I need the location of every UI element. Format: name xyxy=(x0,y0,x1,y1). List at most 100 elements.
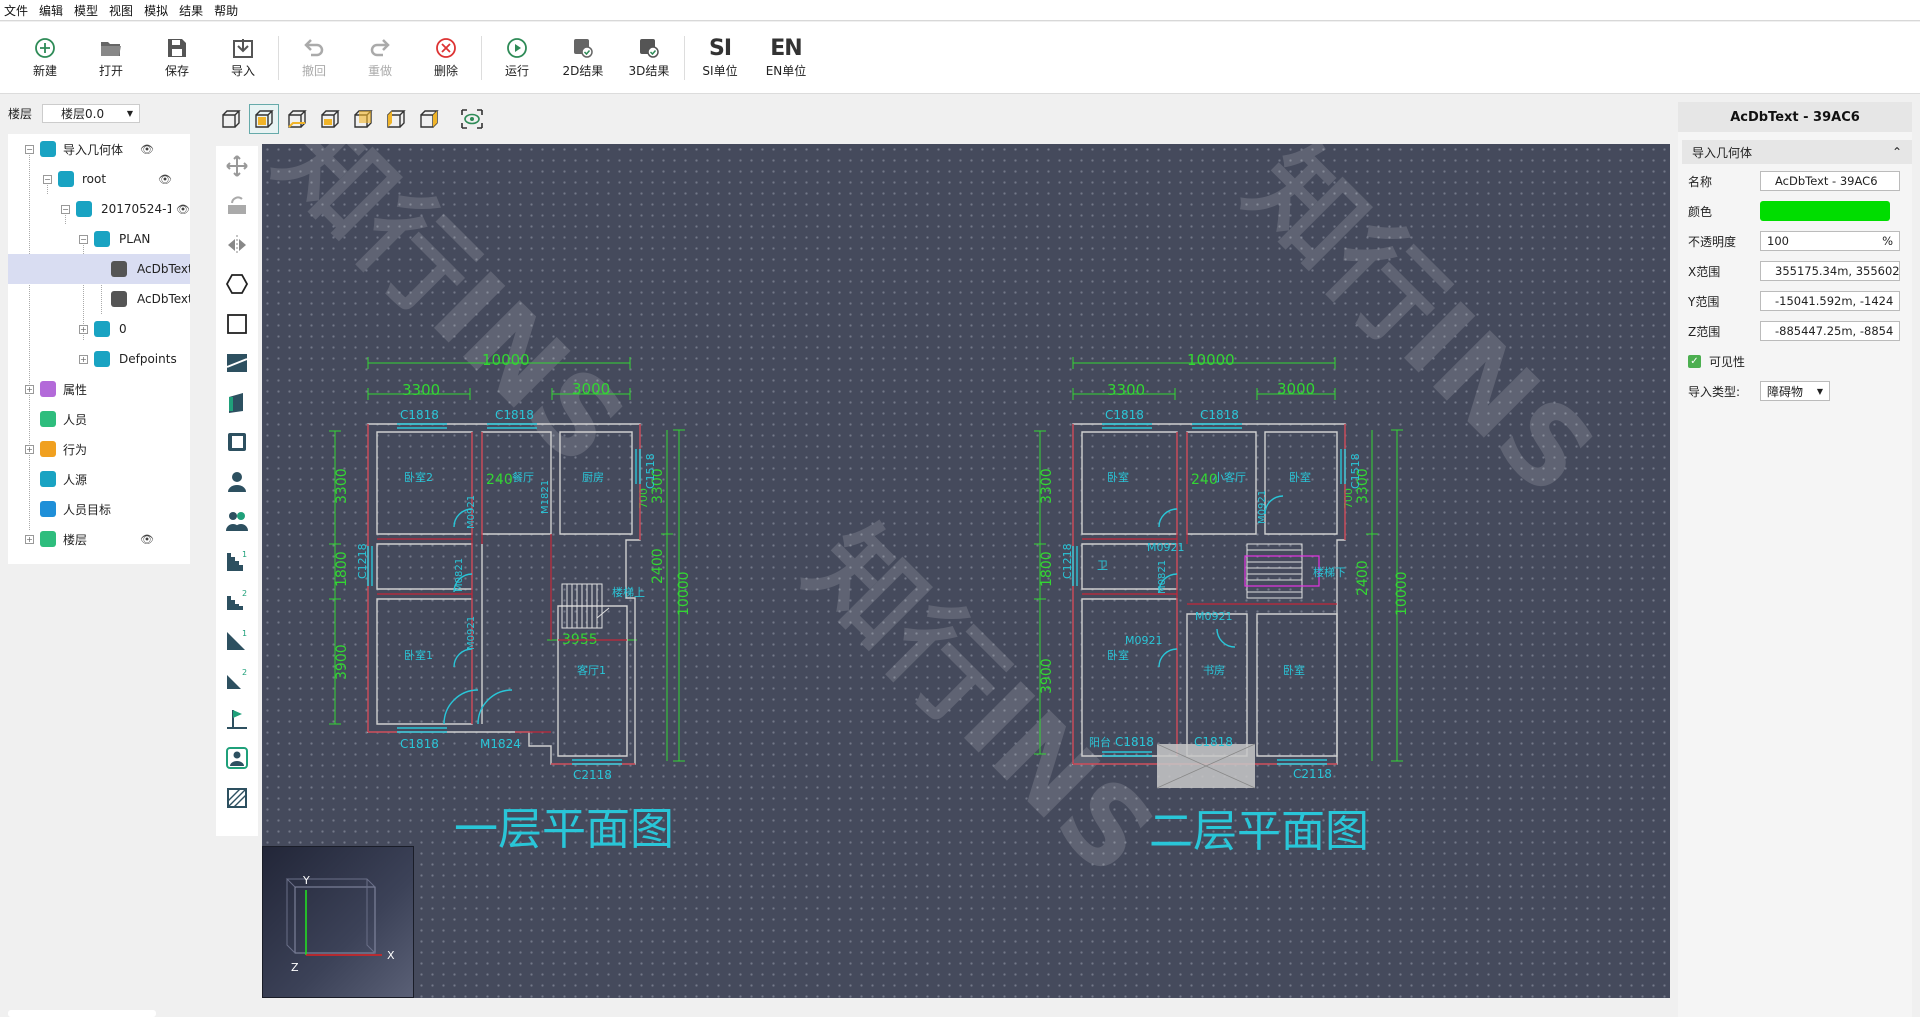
chevron-up-icon[interactable]: ⌃ xyxy=(1891,145,1902,159)
opacity-field[interactable]: 100 % xyxy=(1760,231,1900,251)
view-iso-button[interactable] xyxy=(216,104,246,134)
door-tool-button[interactable] xyxy=(216,383,258,423)
wall-tool-button[interactable] xyxy=(216,344,258,384)
expand-toggle[interactable]: + xyxy=(25,534,34,544)
user-icon xyxy=(40,381,56,397)
result-2d-button[interactable]: 2D结果 xyxy=(550,22,616,94)
eye-icon[interactable]: 👁 xyxy=(176,202,190,216)
expand-toggle[interactable]: + xyxy=(25,384,34,394)
label-c1818-top-1: C1818 xyxy=(1105,408,1144,422)
target-tool-button[interactable] xyxy=(216,699,258,739)
collapse-toggle[interactable]: − xyxy=(79,234,88,244)
expand-toggle[interactable]: + xyxy=(79,354,88,364)
collapse-toggle[interactable]: − xyxy=(43,174,52,184)
en-unit-button[interactable]: EN EN单位 xyxy=(765,35,807,79)
delete-button[interactable]: 删除 xyxy=(413,22,479,94)
floor-plan-1: 10000 3300 3000 3300 1800 3900 3300 2400… xyxy=(329,351,692,855)
undo-button[interactable]: 撤回 xyxy=(281,22,347,94)
mirror-tool-button[interactable] xyxy=(216,225,258,265)
obstacle-tool-button[interactable] xyxy=(216,778,258,818)
menu-file[interactable]: 文件 xyxy=(4,3,29,18)
view-left-button[interactable] xyxy=(381,104,411,134)
group-tool-button[interactable] xyxy=(216,502,258,542)
tree-item-defpoints[interactable]: + Defpoints xyxy=(79,351,177,367)
redo-button[interactable]: 重做 xyxy=(347,22,413,94)
eye-focus-icon xyxy=(461,109,483,129)
color-swatch[interactable] xyxy=(1760,201,1890,221)
prop-x-range-row: X范围 355175.34m, 355602 xyxy=(1678,256,1912,286)
visible-checkbox[interactable]: ✓ xyxy=(1688,354,1701,368)
menu-edit[interactable]: 编辑 xyxy=(39,3,64,18)
tree-item-import-geometry[interactable]: − 导入几何体 👁 xyxy=(25,141,154,157)
dim-top-total: 10000 xyxy=(1187,351,1235,369)
drawing-canvas[interactable]: 知行INS 知行INS 知行INS 10000 3300 3000 3300 1… xyxy=(262,144,1670,998)
tree-item-file[interactable]: − 20170524-1··· 👁 xyxy=(61,201,190,217)
tree-item-floors[interactable]: + 楼层 👁 xyxy=(25,531,154,547)
view-top-button[interactable] xyxy=(249,104,279,134)
move-tool-button[interactable] xyxy=(216,146,258,186)
name-field[interactable]: AcDbText - 39AC6 xyxy=(1760,171,1900,191)
y-range-field[interactable]: -15041.592m, -1424 xyxy=(1760,291,1900,311)
tree-item-root[interactable]: − root 👁 xyxy=(43,171,172,187)
open-button[interactable]: 打开 xyxy=(78,22,144,94)
ramp-1-tool-button[interactable]: 1 xyxy=(216,620,258,660)
polygon-tool-button[interactable] xyxy=(216,265,258,305)
dim-240: 240 xyxy=(1191,472,1218,488)
view-bottom-button[interactable] xyxy=(282,104,312,134)
tree-item-acdbtext-selected[interactable]: AcDbText xyxy=(8,254,190,284)
tree-item-acdbtext[interactable]: AcDbText xyxy=(8,284,190,314)
collapse-toggle[interactable]: − xyxy=(25,144,34,154)
import-type-select[interactable]: 障碍物 ▼ xyxy=(1760,381,1830,401)
dim-top-total: 10000 xyxy=(482,351,530,369)
tree-scrollbar[interactable] xyxy=(8,1010,156,1017)
cube-icon xyxy=(40,141,56,157)
ramp-2-tool-button[interactable]: 2 xyxy=(216,660,258,700)
label-c1818-balcony: C1818 xyxy=(1194,735,1233,749)
menu-view[interactable]: 视图 xyxy=(109,3,134,18)
source-tool-button[interactable] xyxy=(216,739,258,779)
room-dining: 餐厅 xyxy=(512,470,534,484)
cube-front-icon xyxy=(321,110,340,128)
eye-icon[interactable]: 👁 xyxy=(158,172,172,186)
window-tool-button[interactable] xyxy=(216,423,258,463)
person-tool-button[interactable] xyxy=(216,462,258,502)
rectangle-tool-button[interactable] xyxy=(216,304,258,344)
save-button[interactable]: 保存 xyxy=(144,22,210,94)
eye-icon[interactable]: 👁 xyxy=(140,142,154,156)
si-unit-button[interactable]: SI SI单位 xyxy=(702,35,738,79)
rotate-tool-button[interactable] xyxy=(216,186,258,226)
floor-select[interactable]: 楼层0.0 ▼ xyxy=(42,103,141,123)
tree-item-source[interactable]: 人源 xyxy=(8,464,190,494)
x-range-field[interactable]: 355175.34m, 355602 xyxy=(1760,261,1900,281)
menu-model[interactable]: 模型 xyxy=(74,3,99,18)
view-front-button[interactable] xyxy=(315,104,345,134)
import-button[interactable]: 导入 xyxy=(210,22,276,94)
tree-item-plan[interactable]: − PLAN xyxy=(79,231,151,247)
properties-section-header[interactable]: 导入几何体 ⌃ xyxy=(1682,140,1912,164)
tree-item-people[interactable]: 人员 xyxy=(8,404,190,434)
label-m0921-b: M0921 xyxy=(466,616,477,650)
source-icon xyxy=(40,471,56,487)
run-button[interactable]: 运行 xyxy=(484,22,550,94)
eye-icon[interactable]: 👁 xyxy=(140,532,154,546)
menu-results[interactable]: 结果 xyxy=(179,3,204,18)
view-fit-button[interactable] xyxy=(457,104,487,134)
collapse-toggle[interactable]: − xyxy=(61,204,70,214)
tree-item-target[interactable]: 人员目标 xyxy=(8,494,190,524)
menu-simulate[interactable]: 模拟 xyxy=(144,3,169,18)
expand-toggle[interactable]: + xyxy=(79,324,88,334)
tree-item-behavior[interactable]: + 行为 xyxy=(25,441,88,457)
stair-1-tool-button[interactable]: 1 xyxy=(216,541,258,581)
tree-item-layer-0[interactable]: + 0 xyxy=(79,321,127,337)
new-button[interactable]: 新建 xyxy=(12,22,78,94)
stair-2-tool-button[interactable]: 2 xyxy=(216,581,258,621)
view-back-button[interactable] xyxy=(348,104,378,134)
view-right-button[interactable] xyxy=(414,104,444,134)
svg-text:1: 1 xyxy=(242,629,247,638)
dim-small: 700 xyxy=(1342,488,1355,509)
expand-toggle[interactable]: + xyxy=(25,444,34,454)
menu-help[interactable]: 帮助 xyxy=(214,3,239,18)
tree-item-attributes[interactable]: + 属性 xyxy=(25,381,88,397)
z-range-field[interactable]: -885447.25m, -8854 xyxy=(1760,321,1900,341)
result-3d-button[interactable]: 3D结果 xyxy=(616,22,682,94)
